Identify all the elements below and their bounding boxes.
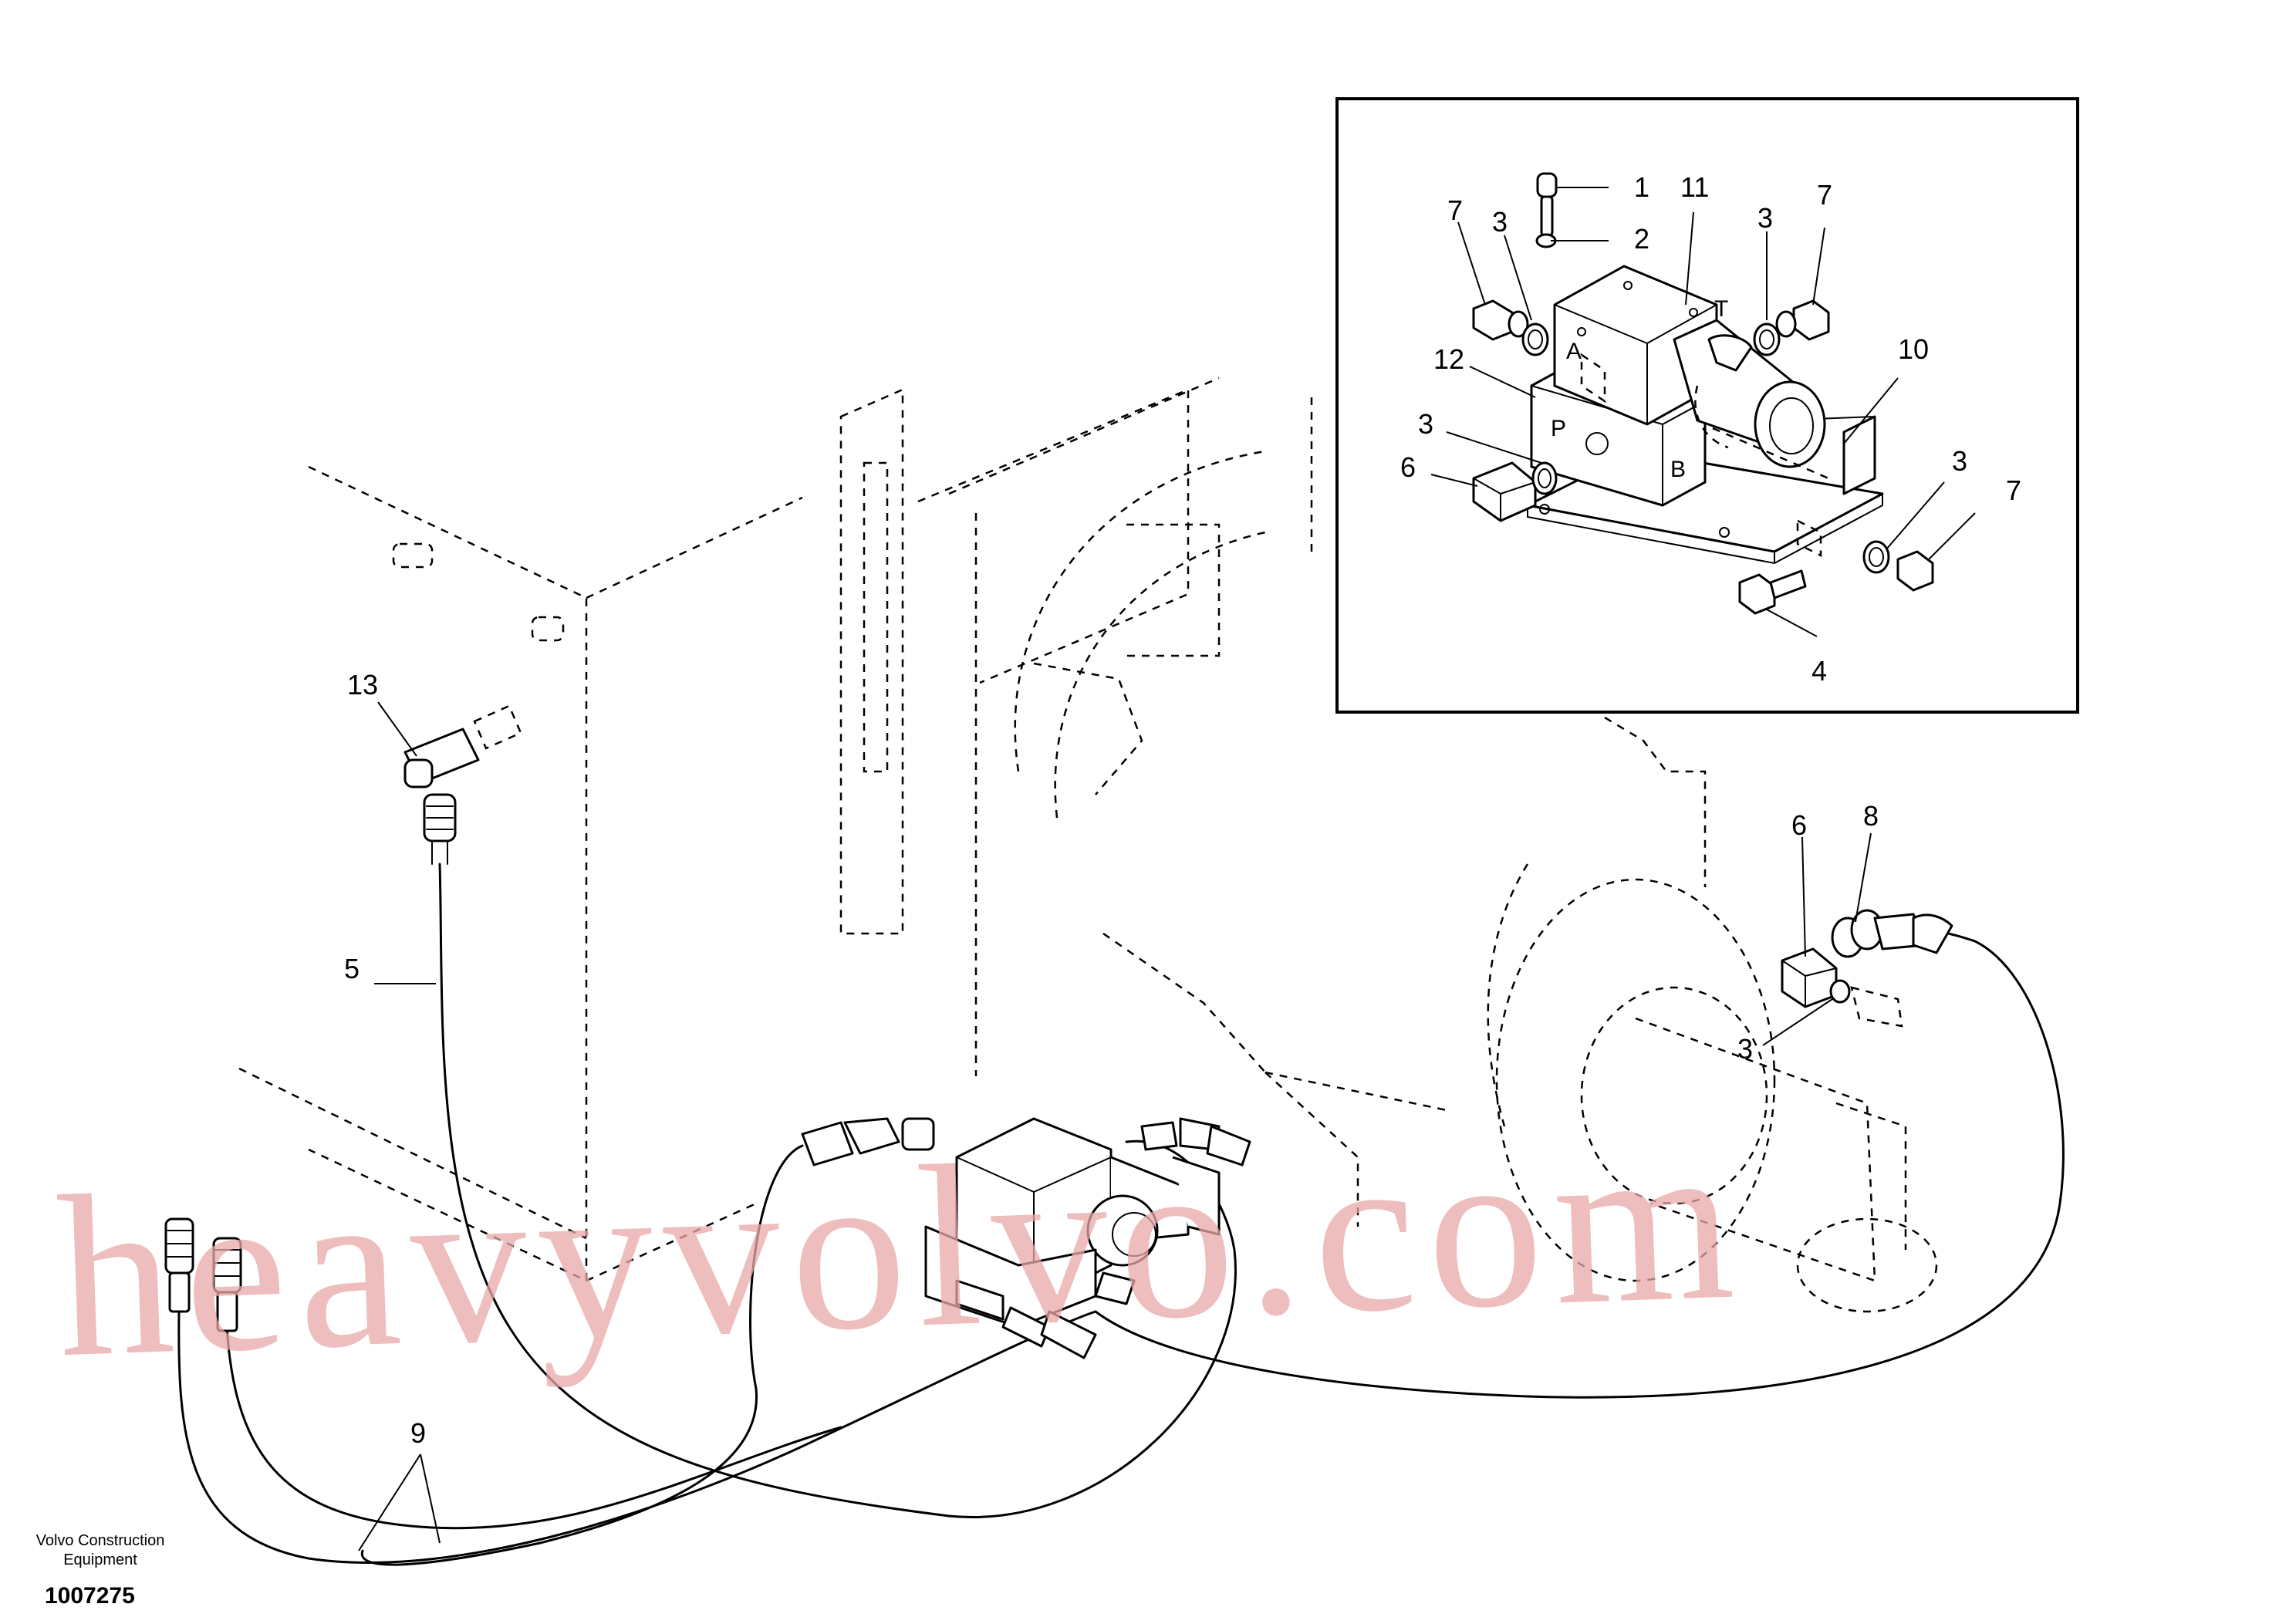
document-number: 1007275 [45, 1583, 135, 1609]
publisher-line-1: Volvo Construction [36, 1532, 165, 1549]
callout-13: 13 [347, 669, 378, 701]
publisher-line-2: Equipment [63, 1551, 137, 1568]
callout-1: 1 [1634, 171, 1649, 203]
callout-3-inset-right: 3 [1757, 202, 1773, 234]
port-a-label: A [1566, 339, 1582, 364]
hose-lines [177, 863, 2065, 1566]
port-labels: A T P B [1551, 296, 1728, 482]
callout-labels: 1 2 11 7 3 3 7 12 10 3 6 3 7 4 13 5 6 8 … [344, 171, 2021, 1449]
callout-3-inset-mid: 3 [1418, 408, 1433, 440]
port-p-label: P [1551, 416, 1566, 441]
callout-11: 11 [1680, 171, 1709, 203]
watermark-text: heavyvolvo.com [53, 1090, 1748, 1406]
callout-3-main: 3 [1737, 1033, 1753, 1065]
callout-9: 9 [410, 1417, 426, 1449]
callout-6-main: 6 [1791, 809, 1807, 841]
callout-12: 12 [1433, 343, 1464, 375]
machine-frame-outline [238, 376, 1938, 1313]
callout-6-inset: 6 [1400, 451, 1416, 483]
port-t-label: T [1714, 296, 1728, 322]
hose-ends-item-9 [164, 1217, 242, 1332]
hose-fittings-lower [801, 1117, 1251, 1359]
callout-8: 8 [1863, 800, 1879, 832]
callout-3-inset-left: 3 [1492, 206, 1508, 238]
callout-7-inset-left: 7 [1447, 194, 1463, 226]
callout-2: 2 [1634, 223, 1649, 255]
inset-detail-box [1335, 97, 2079, 714]
port-b-label: B [1670, 457, 1686, 482]
callout-5: 5 [344, 953, 360, 984]
callout-7-inset-right: 7 [1817, 179, 1832, 211]
callout-10: 10 [1898, 333, 1929, 365]
valve-assembly-main [924, 1117, 1221, 1329]
tee-coupler-item-13 [403, 704, 522, 865]
callout-7-inset-lower: 7 [2006, 474, 2021, 506]
callout-4: 4 [1811, 655, 1827, 687]
right-fittings [1781, 909, 1953, 1028]
callout-3-inset-lower: 3 [1952, 445, 1967, 477]
leader-lines [358, 187, 1976, 1551]
